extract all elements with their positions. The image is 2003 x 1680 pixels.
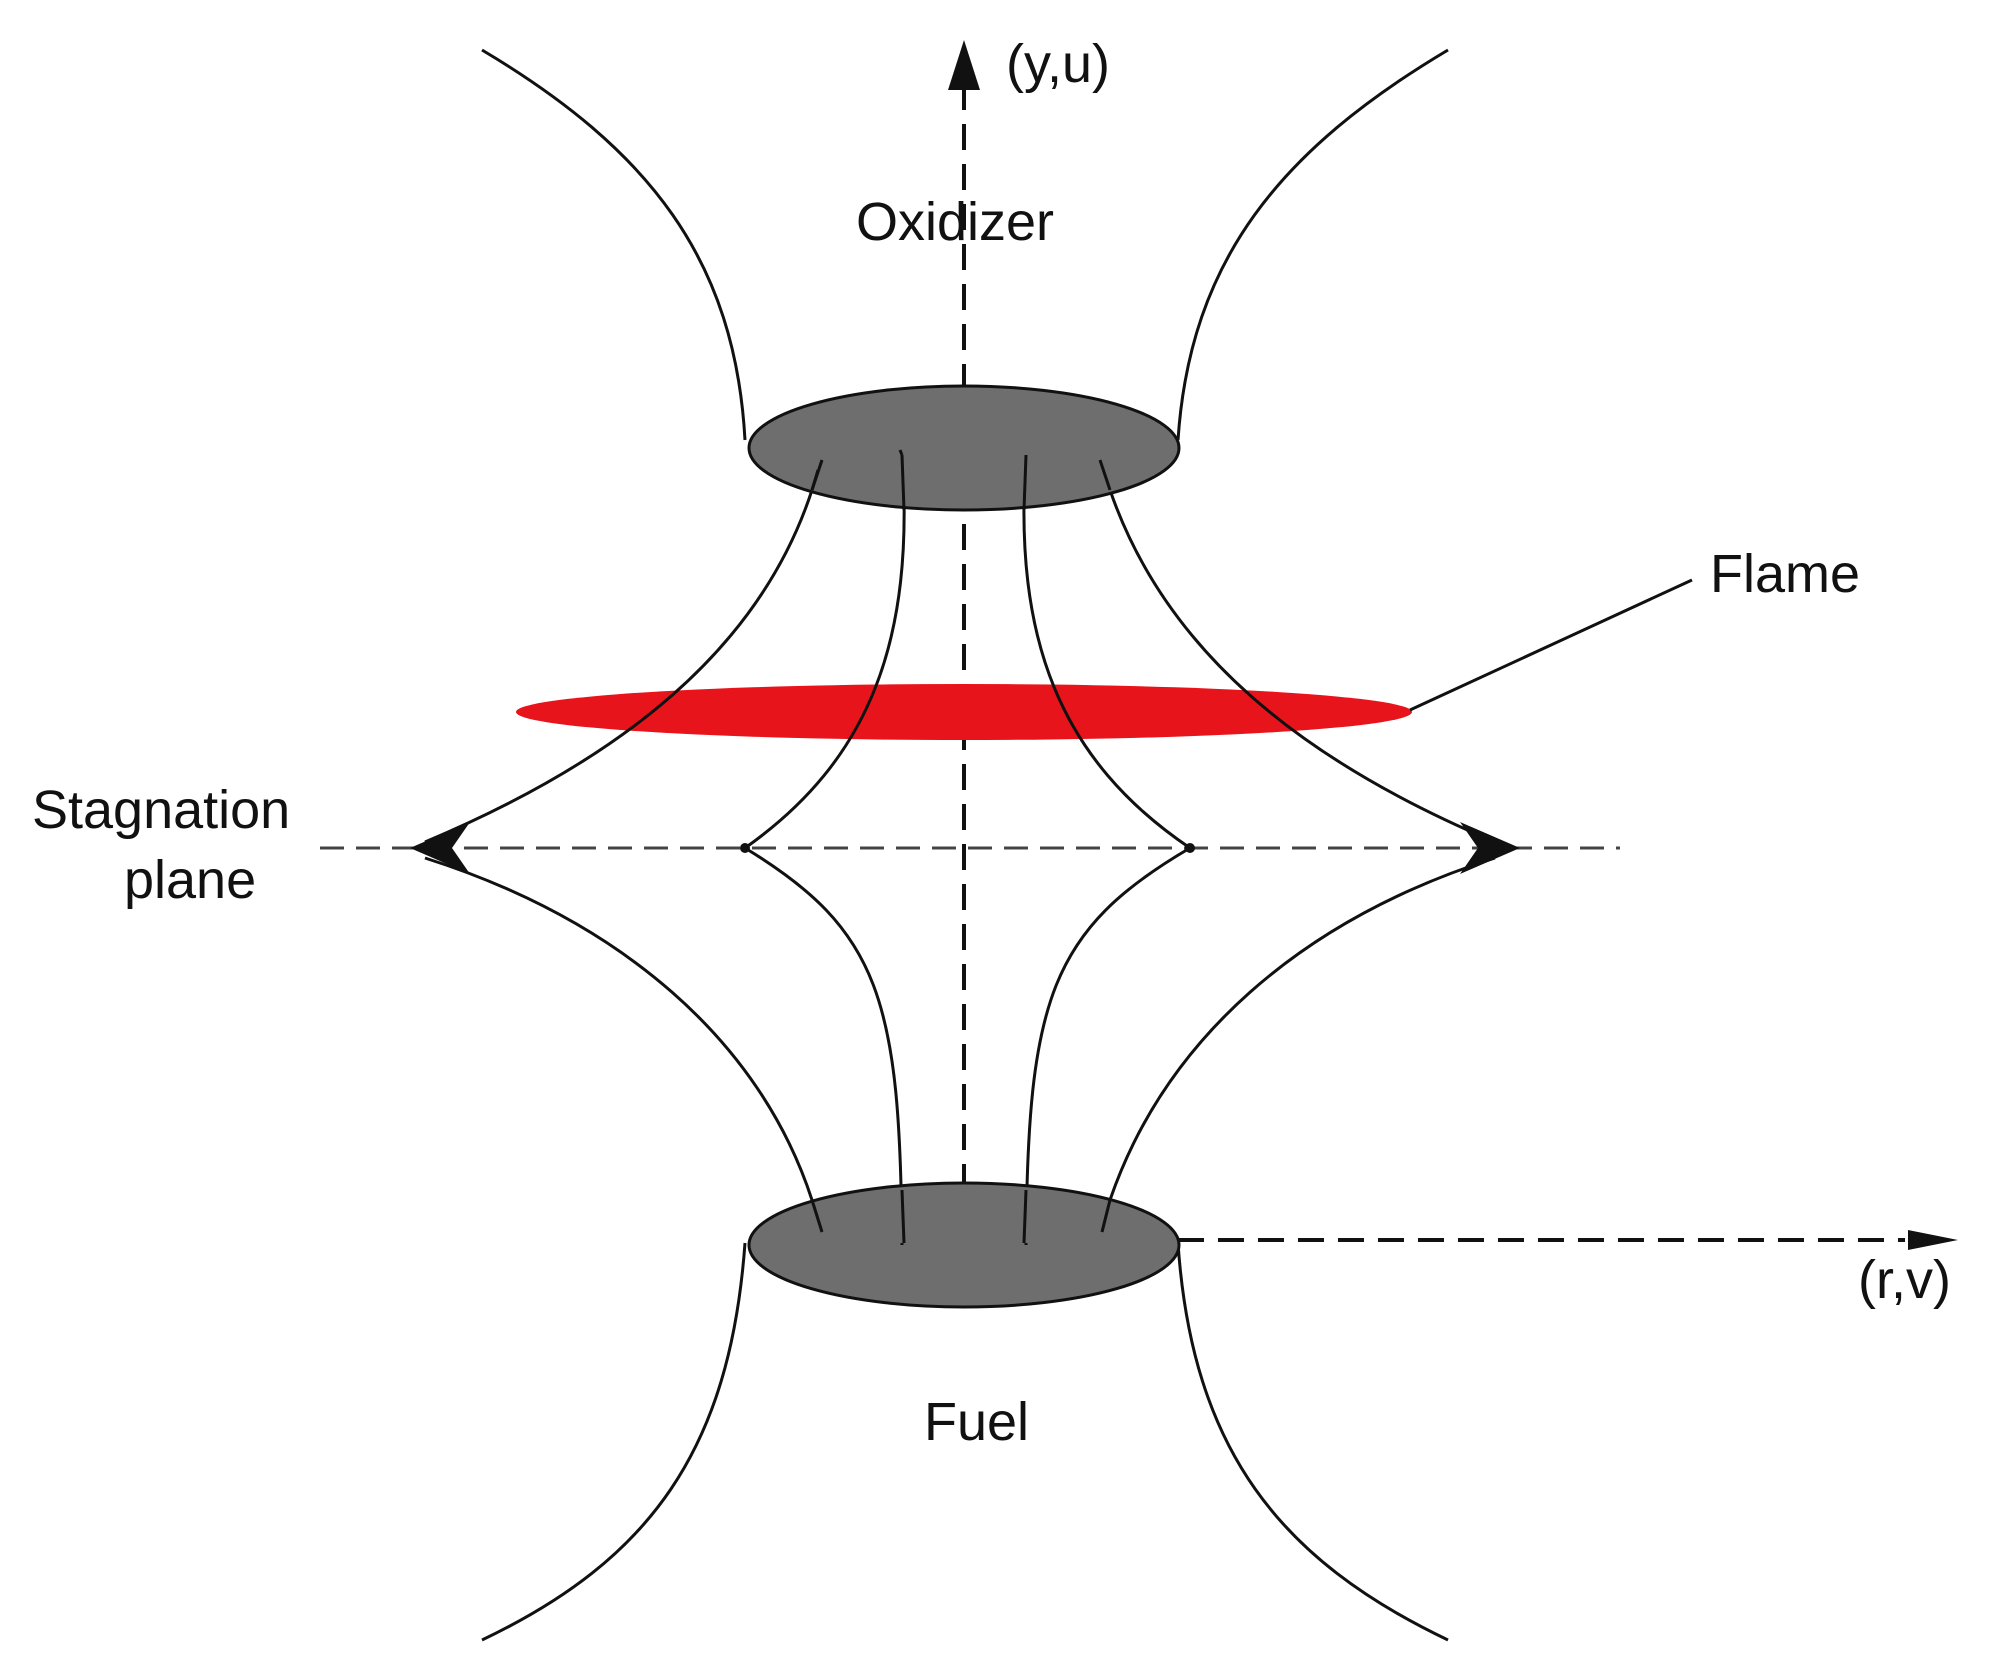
r-axis-arrowhead: [1908, 1230, 1958, 1250]
fuel-stub-outer-right: [1100, 1199, 1112, 1233]
cusp-marker-left: [740, 843, 750, 853]
oxidizer-nozzle-wall-right: [1176, 48, 1449, 441]
oxidizer-disk-outer-right: [1098, 459, 1112, 491]
stagnation-label-line2: plane: [124, 850, 256, 910]
y-axis-arrowhead: [948, 40, 980, 90]
cusp-marker-right: [1185, 843, 1195, 853]
fuel-nozzle-exit: [747, 1181, 1181, 1309]
fuel-label: Fuel: [924, 1392, 1029, 1452]
streamline-lower-outer-left: [424, 856, 814, 1201]
streamline-lower-inner-left: [744, 846, 904, 1244]
y-axis-label: (y,u): [1006, 34, 1110, 94]
streamline-upper-inner-left: [744, 454, 906, 850]
r-axis-label: (r,v): [1858, 1250, 1951, 1310]
oxidizer-stub-2: [898, 449, 904, 456]
oxidizer-label: Oxidizer: [856, 192, 1054, 252]
streamline-upper-outer-right: [1108, 489, 1496, 844]
fuel-disk-inner-left: [900, 1189, 906, 1244]
oxidizer-disk-outer-left: [810, 459, 824, 491]
streamline-lower-inner-right: [1024, 846, 1191, 1244]
fuel-nozzle-wall-right: [1176, 1242, 1449, 1642]
fuel-nozzle-wall-left: [481, 1242, 747, 1642]
fuel-stub-outer-left: [810, 1199, 824, 1233]
streamline-lower-outer-right: [1108, 856, 1496, 1201]
flame-leader-line: [1409, 578, 1693, 712]
flame-label: Flame: [1710, 544, 1860, 604]
streamline-upper-outer-left: [424, 489, 814, 844]
fuel-disk-inner-right: [1022, 1189, 1028, 1244]
arrowhead-right: [1460, 822, 1520, 874]
arrowhead-left: [410, 822, 470, 874]
stagnation-label-line1: Stagnation: [32, 780, 290, 840]
oxidizer-disk-inner-right: [1022, 454, 1028, 511]
flame-sheet: [516, 684, 1412, 740]
streamline-upper-inner-right: [1022, 454, 1191, 850]
oxidizer-nozzle-wall-left: [481, 48, 747, 441]
oxidizer-disk-inner-left: [900, 454, 906, 511]
oxidizer-nozzle-exit: [747, 384, 1181, 512]
